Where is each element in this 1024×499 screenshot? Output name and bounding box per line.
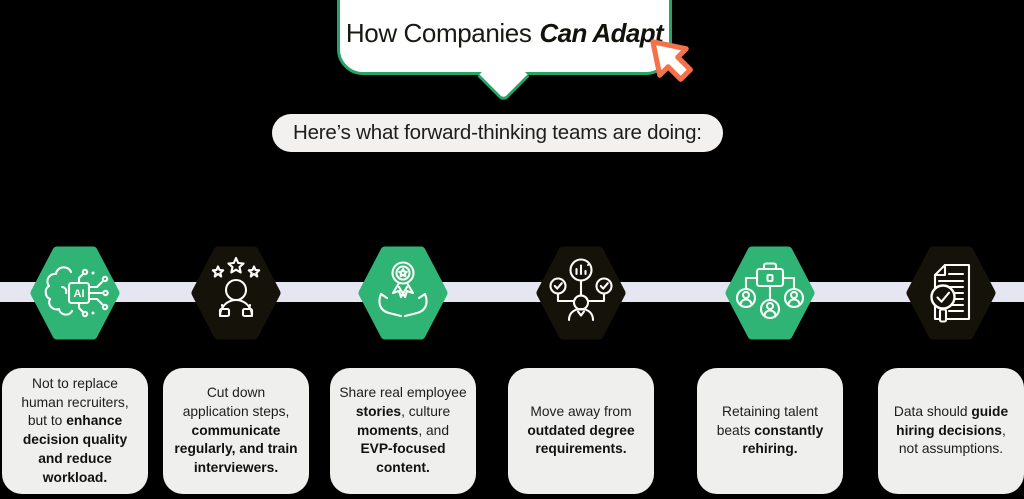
- step-hexagon: [358, 246, 448, 340]
- step-5: Retaining talent beats constantly rehiri…: [697, 245, 843, 494]
- step-1: Not to replace human recruiters, but to …: [2, 245, 148, 494]
- step-card: Cut down application steps, communicate …: [163, 368, 309, 494]
- subtitle-pill: Here’s what forward-thinking teams are d…: [272, 114, 723, 152]
- step-card: Data should guide hiring decisions, not …: [878, 368, 1024, 494]
- mouse-cursor-icon: [650, 39, 693, 82]
- step-card: Not to replace human recruiters, but to …: [2, 368, 148, 494]
- step-card: Retaining talent beats constantly rehiri…: [697, 368, 843, 494]
- step-hexagon: [30, 246, 120, 340]
- step-hexagon: [906, 246, 996, 340]
- step-hexagon: [536, 246, 626, 340]
- step-2: Cut down application steps, communicate …: [163, 245, 309, 494]
- step-card-text: Not to replace human recruiters, but to …: [21, 375, 129, 485]
- step-3: Share real employee stories, culture mom…: [330, 245, 476, 494]
- step-card-text: Retaining talent beats constantly rehiri…: [716, 403, 824, 457]
- step-card: Share real employee stories, culture mom…: [330, 368, 476, 494]
- bubble-title-regular: How Companies: [345, 18, 532, 48]
- step-card-text: Data should guide hiring decisions, not …: [893, 403, 1009, 457]
- step-card: Move away from outdated degree requireme…: [508, 368, 654, 494]
- bubble-title-emphasis: Can Adapt: [539, 18, 664, 48]
- step-hexagon: [191, 246, 281, 340]
- step-card-text: Move away from outdated degree requireme…: [527, 403, 635, 457]
- step-hexagon: [725, 246, 815, 340]
- step-card-text: Cut down application steps, communicate …: [174, 385, 298, 476]
- step-card-text: Share real employee stories, culture mom…: [339, 385, 467, 476]
- step-6: Data should guide hiring decisions, not …: [878, 245, 1024, 494]
- step-4: Move away from outdated degree requireme…: [508, 245, 654, 494]
